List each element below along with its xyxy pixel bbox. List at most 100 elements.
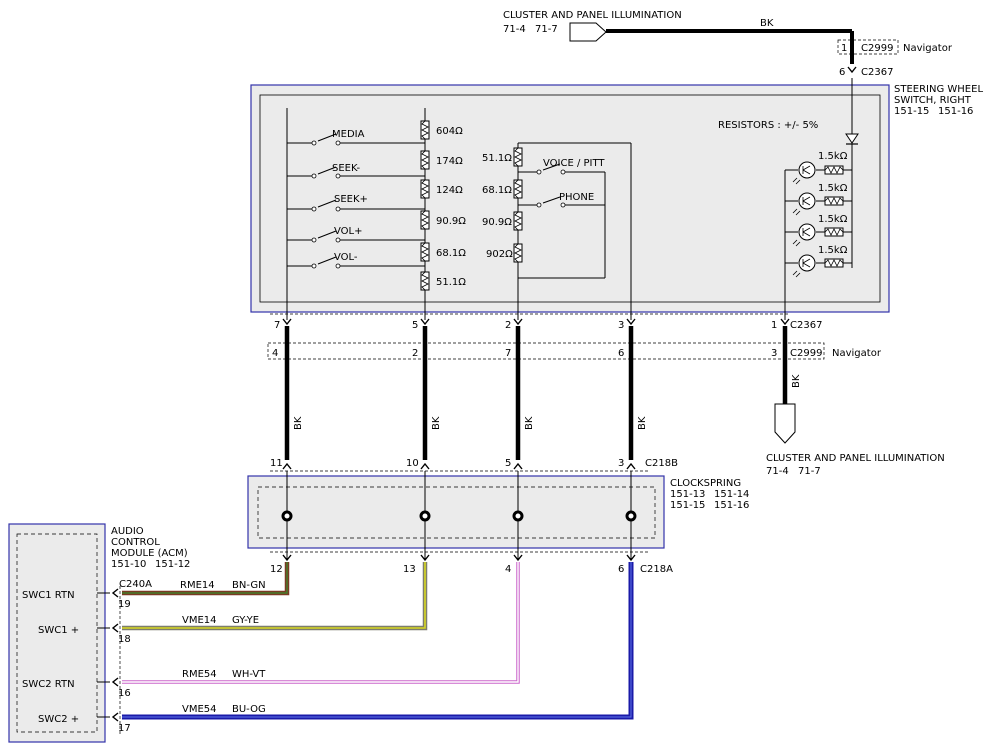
top-illumination-destination: CLUSTER AND PANEL ILLUMINATION 71-4 71-7… bbox=[503, 10, 854, 64]
connector-c2367-bottom: 7 5 2 3 1 C2367 bbox=[270, 313, 822, 331]
c2999-pin-3: 3 bbox=[771, 348, 777, 359]
c2367-pin-3: 3 bbox=[618, 320, 624, 331]
circuit-rme54: RME54 bbox=[182, 669, 217, 680]
acm-ref-2: 151-12 bbox=[155, 559, 190, 570]
c218b-pin-5: 5 bbox=[505, 458, 511, 469]
res-mid-2: 68.1Ω bbox=[482, 185, 512, 196]
acm-module: AUDIO CONTROL MODULE (ACM) 151-10 151-12… bbox=[8, 523, 190, 743]
c2999-pin-6: 6 bbox=[618, 348, 624, 359]
led-res-2: 1.5kΩ bbox=[818, 183, 848, 194]
resistor-note: RESISTORS : +/- 5% bbox=[718, 120, 818, 131]
bottom-illumination-destination: CLUSTER AND PANEL ILLUMINATION 71-4 71-7 bbox=[766, 403, 945, 477]
bottom-dest-ref-1: 71-4 bbox=[766, 466, 789, 477]
c2999-top-note: Navigator bbox=[903, 43, 953, 54]
led-res-4: 1.5kΩ bbox=[818, 245, 848, 256]
acm-pin-17: 17 bbox=[118, 723, 131, 734]
led-res-3: 1.5kΩ bbox=[818, 214, 848, 225]
switch-ref-1: 151-15 bbox=[894, 106, 929, 117]
c2999-top-pin: 1 bbox=[841, 43, 847, 54]
wire-vme54 bbox=[122, 562, 634, 720]
c2999-pin-4: 4 bbox=[272, 348, 278, 359]
left-switch-network bbox=[286, 108, 426, 320]
switch-title-2: SWITCH, RIGHT bbox=[894, 95, 972, 106]
c2999-top-name: C2999 bbox=[861, 43, 893, 54]
c218b-pin-3: 3 bbox=[618, 458, 624, 469]
bk-label-4: BK bbox=[637, 416, 648, 430]
bottom-dest-ref-2: 71-7 bbox=[798, 466, 821, 477]
res-mid-1: 51.1Ω bbox=[482, 153, 512, 164]
res-left-4: 90.9Ω bbox=[436, 216, 466, 227]
top-wire-color: BK bbox=[760, 18, 774, 29]
res-mid-4: 902Ω bbox=[486, 249, 513, 260]
led-inner-marks bbox=[792, 165, 811, 278]
acm-pin-label-swc2-plus: SWC2 + bbox=[38, 714, 79, 725]
c2999-pin-2: 2 bbox=[412, 348, 418, 359]
clockspring-ref-2: 151-14 bbox=[714, 489, 749, 500]
clockspring-contacts bbox=[281, 510, 637, 522]
top-dest-title: CLUSTER AND PANEL ILLUMINATION bbox=[503, 10, 682, 21]
c218a-pin-12: 12 bbox=[270, 564, 283, 575]
c218a-pin-13: 13 bbox=[403, 564, 416, 575]
acm-pin-label-swc1-rtn: SWC1 RTN bbox=[22, 590, 75, 601]
c2367-pin-2: 2 bbox=[505, 320, 511, 331]
bk-label-1: BK bbox=[293, 416, 304, 430]
res-left-6: 51.1Ω bbox=[436, 277, 466, 288]
switch-seek-plus-label: SEEK+ bbox=[334, 194, 368, 205]
clockspring-box: CLOCKSPRING 151-13 151-14 151-15 151-16 bbox=[247, 475, 749, 549]
color-rme14: BN-GN bbox=[232, 580, 266, 591]
bottom-arrow-connector-icon bbox=[774, 403, 796, 444]
color-vme14: GY-YE bbox=[232, 615, 259, 626]
connector-c218b: 11 10 5 3 C218B bbox=[270, 458, 678, 472]
wire-rme14 bbox=[122, 562, 290, 596]
switch-seek-minus-label: SEEK- bbox=[332, 163, 360, 174]
steering-wheel-switch-box: STEERING WHEEL SWITCH, RIGHT 151-15 151-… bbox=[250, 84, 983, 313]
connector-c2367-top: 6 C2367 bbox=[839, 66, 893, 78]
bk-label-3: BK bbox=[524, 416, 535, 430]
switch-voice-label: VOICE / PITT bbox=[543, 158, 605, 169]
c218b-pin-11: 11 bbox=[270, 458, 283, 469]
c240a-name: C240A bbox=[119, 579, 152, 590]
c2367-bottom-name: C2367 bbox=[790, 320, 822, 331]
bottom-dest-title: CLUSTER AND PANEL ILLUMINATION bbox=[766, 453, 945, 464]
acm-title-1: AUDIO bbox=[111, 526, 144, 537]
middle-switch-network bbox=[517, 142, 632, 320]
c218b-pin-10: 10 bbox=[406, 458, 419, 469]
res-left-1: 604Ω bbox=[436, 126, 463, 137]
color-rme54: WH-VT bbox=[232, 669, 266, 680]
c2999-bottom-note: Navigator bbox=[832, 348, 882, 359]
acm-pin-label-swc2-rtn: SWC2 RTN bbox=[22, 679, 75, 690]
acm-pin-label-swc1-plus: SWC1 + bbox=[38, 625, 79, 636]
switch-vol-plus-label: VOL+ bbox=[334, 226, 363, 237]
switch-vol-minus-label: VOL- bbox=[334, 252, 358, 263]
switch-media-label: MEDIA bbox=[332, 129, 365, 140]
c2367-pin-5: 5 bbox=[412, 320, 418, 331]
c218a-name: C218A bbox=[640, 564, 673, 575]
c2999-bottom-name: C2999 bbox=[790, 348, 822, 359]
wire-rme54 bbox=[122, 562, 520, 684]
acm-pin-18: 18 bbox=[118, 634, 131, 645]
clockspring-title: CLOCKSPRING bbox=[670, 478, 741, 489]
switch-phone-label: PHONE bbox=[559, 192, 594, 203]
color-vme54: BU-OG bbox=[232, 704, 266, 715]
bk-label-5: BK bbox=[791, 374, 802, 388]
acm-title-3: MODULE (ACM) bbox=[111, 548, 188, 559]
connector-c2999-bottom: 4 2 7 6 3 C2999 Navigator bbox=[267, 342, 882, 360]
left-switch-contacts bbox=[311, 140, 341, 269]
switch-ref-2: 151-16 bbox=[938, 106, 973, 117]
illumination-network bbox=[784, 78, 853, 320]
acm-ref-1: 151-10 bbox=[111, 559, 146, 570]
res-left-5: 68.1Ω bbox=[436, 248, 466, 259]
circuit-vme54: VME54 bbox=[182, 704, 217, 715]
acm-pin-16: 16 bbox=[118, 688, 131, 699]
bk-label-2: BK bbox=[431, 416, 442, 430]
c218a-pin-4: 4 bbox=[505, 564, 511, 575]
acm-terminal-icons bbox=[111, 588, 119, 722]
switch-title-1: STEERING WHEEL bbox=[894, 84, 983, 95]
middle-switch-contacts bbox=[536, 169, 566, 208]
connector-c2999-top: 1 C2999 Navigator bbox=[837, 39, 953, 55]
clockspring-ref-4: 151-16 bbox=[714, 500, 749, 511]
circuit-rme14: RME14 bbox=[180, 580, 215, 591]
bk-wires bbox=[284, 326, 788, 460]
res-mid-3: 90.9Ω bbox=[482, 217, 512, 228]
